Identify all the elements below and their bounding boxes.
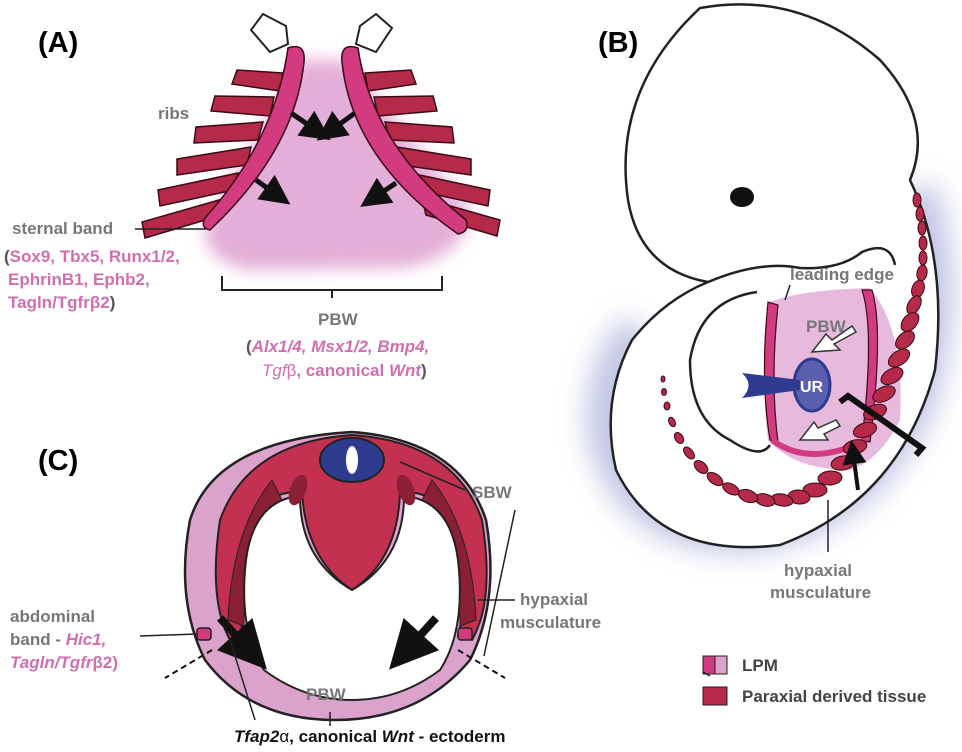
panel-c-label: (C)	[38, 445, 78, 477]
leading-edge-label: leading edge	[790, 265, 894, 284]
abdominal-label-line3: Tagln/Tgfrβ2)	[10, 653, 118, 672]
panel-a: (A)	[4, 14, 500, 380]
panel-c: (C) SBW hypaxial muscula	[10, 432, 601, 746]
legend-swatch-lpm-light	[715, 656, 727, 674]
hypaxial-label-b-line1: hypaxial	[784, 561, 852, 580]
panel-a-label: (A)	[38, 27, 78, 59]
hypaxial-label-c-line1: hypaxial	[520, 590, 588, 609]
panel-b-label: (B)	[598, 27, 638, 59]
hypaxial-label-c-line2: musculature	[500, 613, 601, 632]
sternal-band-genes-line1: (Sox9, Tbx5, Runx1/2,	[4, 247, 180, 266]
sternal-band-genes-line3: Tagln/Tgfrβ2)	[8, 293, 115, 312]
abdominal-label-line2: band - Hic1,	[10, 630, 106, 649]
ur-label: UR	[800, 379, 824, 396]
sternal-band-genes-line2: EphrinB1, Ephb2,	[8, 270, 150, 289]
hypaxial-label-b-line2: musculature	[770, 583, 871, 602]
pbw-bracket	[222, 276, 442, 298]
pbw-genes-line1: (Alx1/4, Msx1/2, Bmp4,	[246, 337, 429, 356]
abdominal-band-right	[458, 628, 472, 640]
pbw-label-a: PBW	[318, 310, 359, 329]
neural-canal	[346, 446, 358, 474]
pbw-genes-line2: Tgfβ, canonical Wnt)	[262, 361, 427, 380]
panel-b: (B)	[598, 4, 938, 602]
sternal-band-label: sternal band	[12, 219, 113, 238]
legend-swatch-paraxial	[703, 687, 727, 705]
ecto-label: Tfap2α, canonical Wnt - ectoderm	[234, 727, 506, 746]
ribs-label: ribs	[158, 104, 189, 123]
pbw-label-b: PBW	[806, 317, 847, 336]
sbw-label: SBW	[472, 483, 513, 502]
abdominal-band-left	[197, 628, 211, 640]
legend-lpm-label: LPM	[742, 656, 778, 675]
cartilage-cap-right	[356, 14, 392, 52]
legend: LPM Paraxial derived tissue	[703, 656, 926, 706]
abdominal-label-line1: abdominal	[10, 607, 95, 626]
legend-paraxial-label: Paraxial derived tissue	[742, 687, 926, 706]
pbw-label-c: PBW	[306, 685, 347, 704]
cartilage-cap-left	[251, 14, 288, 52]
legend-swatch-lpm-dark	[703, 656, 715, 674]
abdominal-pointer	[140, 634, 197, 636]
eye	[730, 187, 754, 207]
